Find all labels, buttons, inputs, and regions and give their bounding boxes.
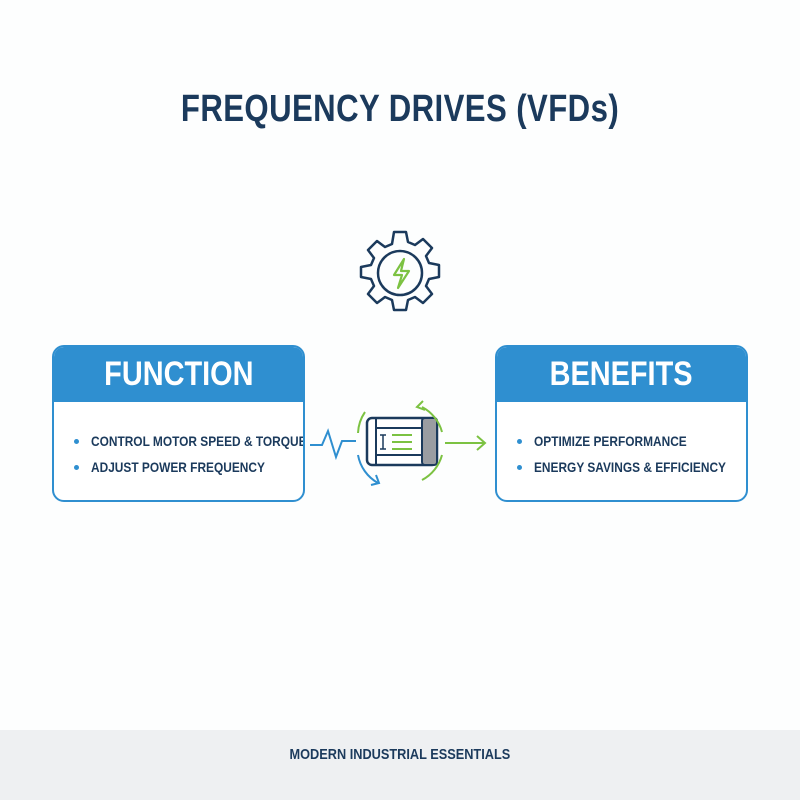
bullet-icon — [74, 438, 79, 444]
list-item: OPTIMIZE PERFORMANCE — [517, 428, 746, 454]
list-item: CONTROL MOTOR SPEED & TORQUE — [74, 428, 303, 454]
bullet-icon — [517, 438, 522, 444]
list-item: ENERGY SAVINGS & EFFICIENCY — [517, 454, 746, 480]
list-item: ADJUST POWER FREQUENCY — [74, 454, 303, 480]
benefits-heading: BENEFITS — [497, 347, 746, 402]
footer-band: MODERN INDUSTRIAL ESSENTIALS — [0, 730, 800, 800]
gear-lightning-icon — [359, 230, 441, 312]
function-heading: FUNCTION — [54, 347, 303, 402]
bullet-icon — [74, 464, 79, 470]
motor-icon — [310, 400, 487, 486]
benefits-card: BENEFITS OPTIMIZE PERFORMANCE ENERGY SAV… — [495, 345, 748, 502]
page-title: FREQUENCY DRIVES (VFDs) — [180, 88, 620, 130]
function-card: FUNCTION CONTROL MOTOR SPEED & TORQUE AD… — [52, 345, 305, 502]
bullet-icon — [517, 464, 522, 470]
footer-text: MODERN INDUSTRIAL ESSENTIALS — [289, 746, 511, 763]
